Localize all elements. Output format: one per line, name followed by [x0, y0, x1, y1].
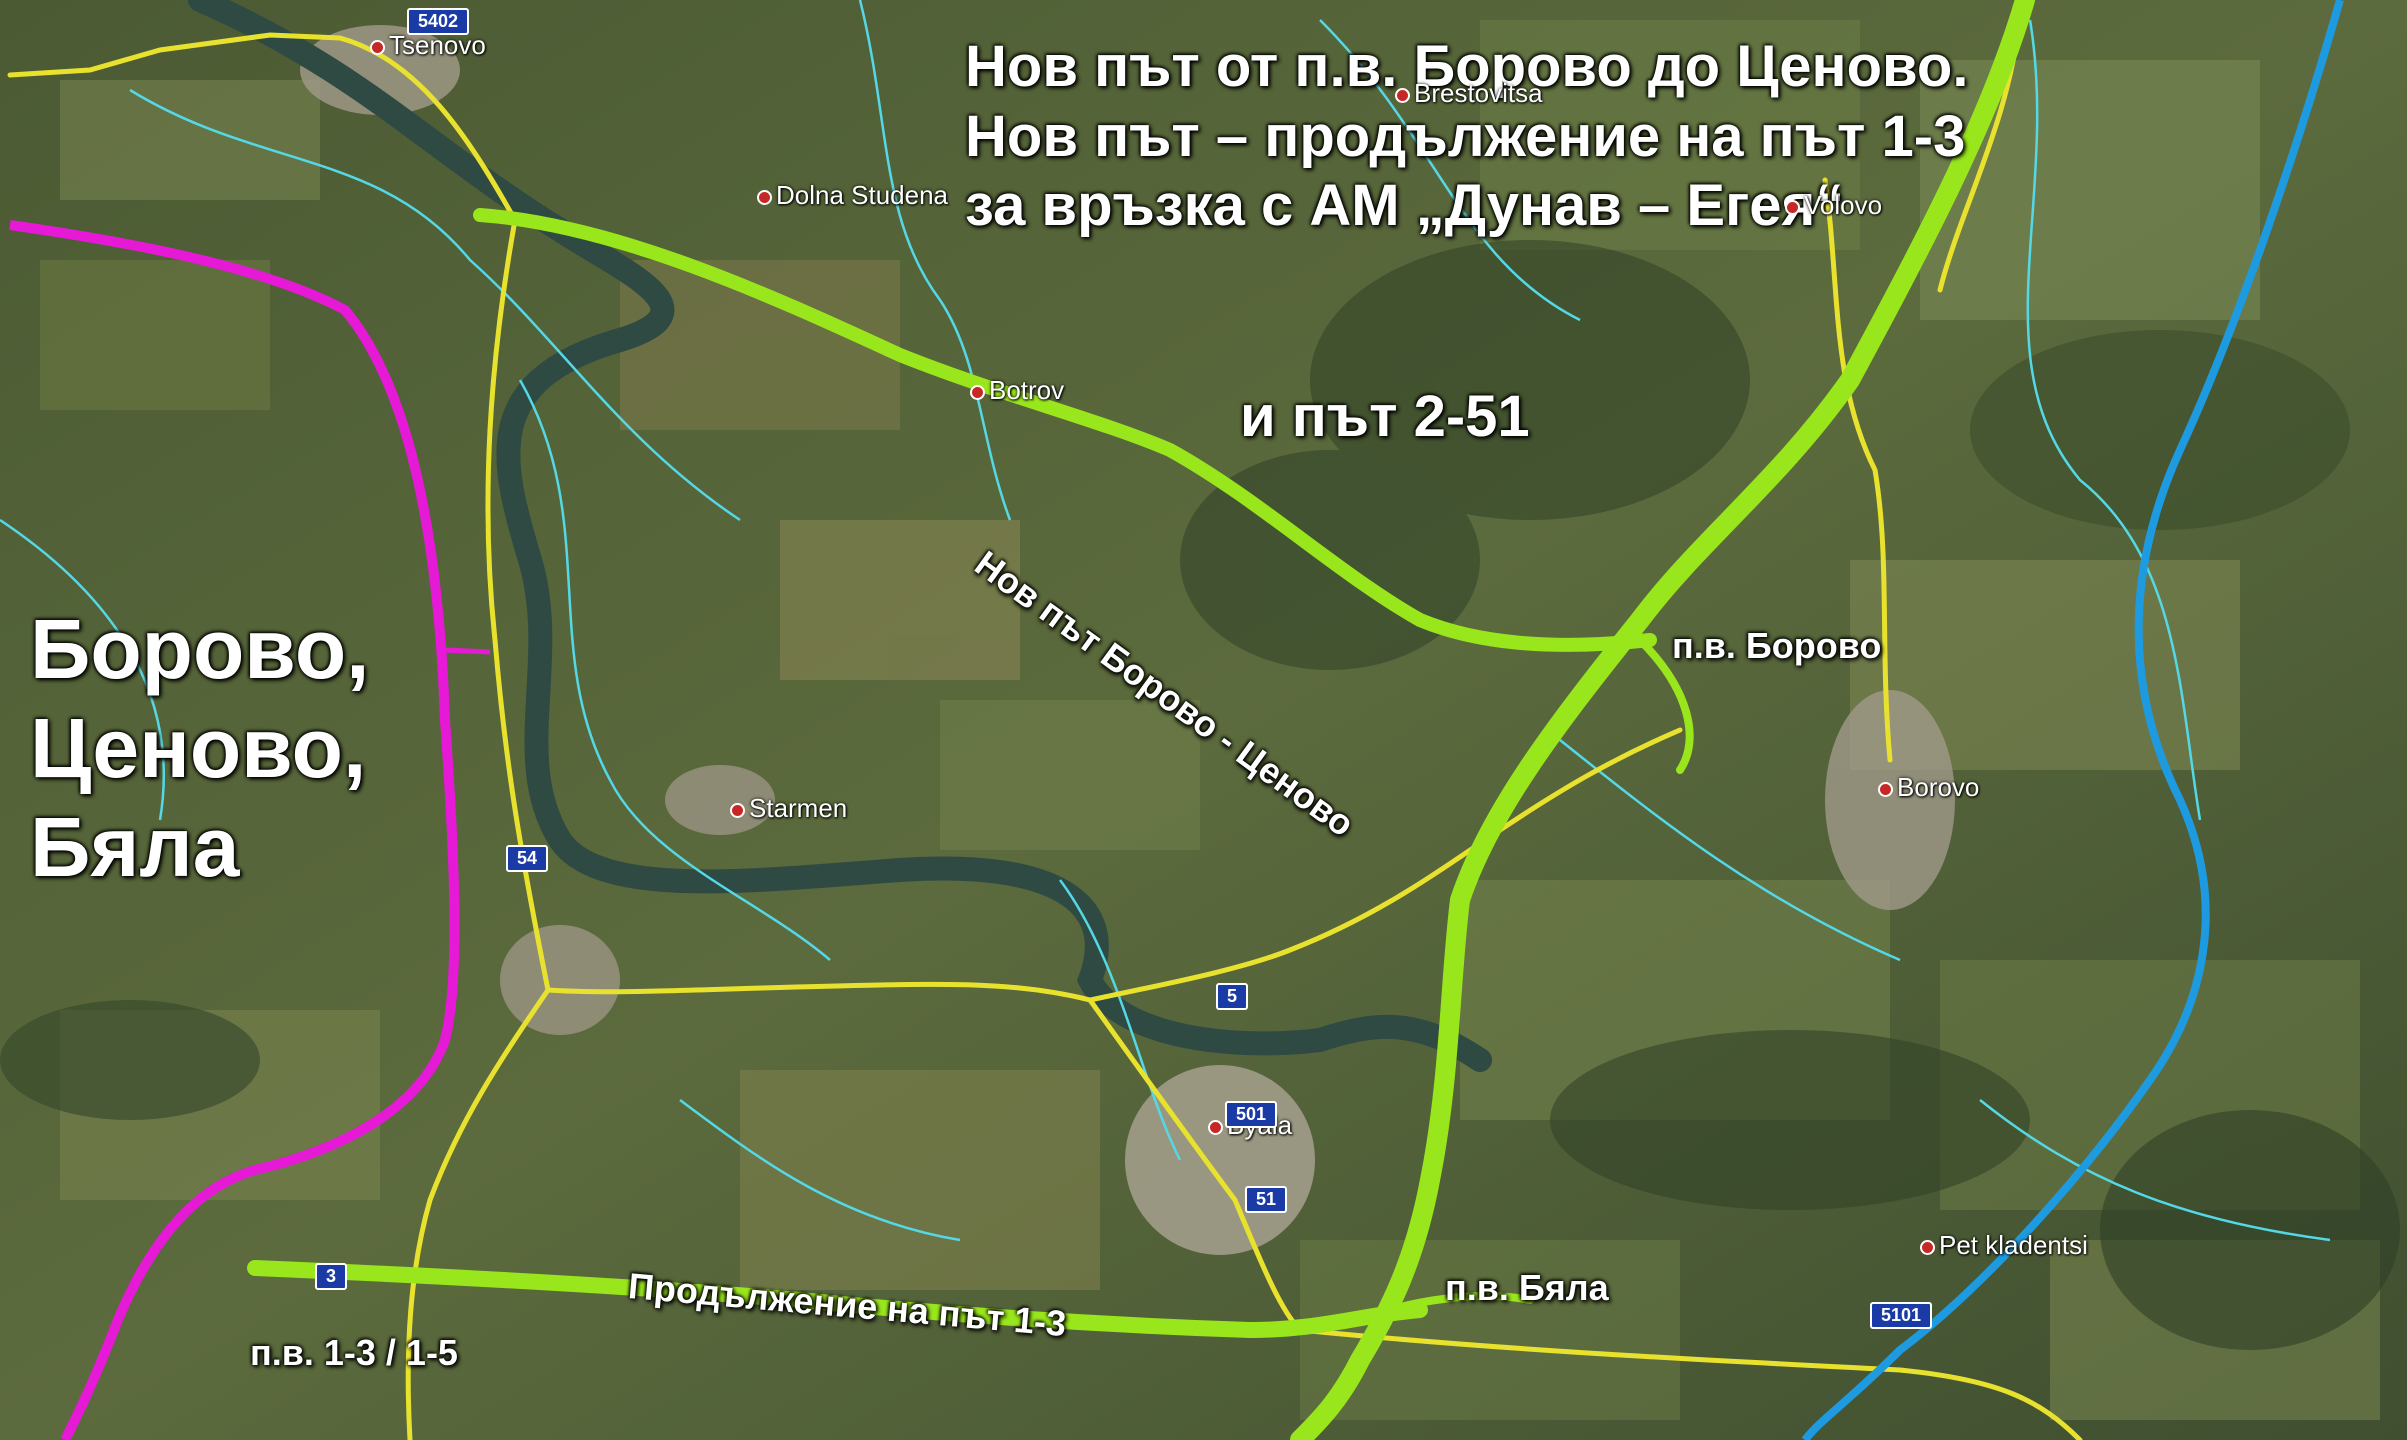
place-pin-icon: [970, 384, 985, 400]
place-pet-kladentsi: Pet kladentsi: [1920, 1230, 2088, 1261]
place-starmen: Starmen: [730, 793, 847, 824]
existing-roads: [7, 12, 2083, 1440]
region-label: Борово, Ценово, Бяла: [30, 600, 370, 897]
place-pin-icon: [1395, 87, 1410, 103]
junction-label-borovo: п.в. Борово: [1672, 625, 1882, 666]
boundaries: [0, 0, 2331, 1242]
headline-line-3: за връзка с АМ „Дунав – Егея“: [965, 173, 1845, 239]
road-shield-5: 5: [1216, 983, 1249, 1010]
road-shield-501: 501: [1225, 1101, 1278, 1128]
place-pin-icon: [757, 189, 772, 205]
region-label-borovo: Борово,: [30, 602, 370, 696]
magenta-spur: [444, 647, 491, 655]
road-shield-51: 51: [1245, 1186, 1288, 1213]
place-botrov: Botrov: [970, 375, 1064, 406]
junction-label-byala: п.в. Бяла: [1445, 1267, 1609, 1308]
place-brestovitsa: Brestovitsa: [1395, 78, 1543, 109]
road-1-3-extension: [247, 1260, 1428, 1338]
junction-label-1-3-1-5: п.в. 1-3 / 1-5: [250, 1332, 458, 1373]
region-label-tsenovo: Ценово,: [30, 701, 367, 796]
place-pin-icon: [370, 39, 385, 55]
map-headline: Нов път от п.в. Борово до Ценово. Нов пъ…: [965, 32, 1968, 241]
place-pin-icon: [1878, 781, 1893, 797]
headline-line-1: Нов път от п.в. Борово до Ценово.: [965, 34, 1969, 99]
place-dolna-studena: Dolna Studena: [757, 180, 948, 211]
place-volovo: Volovo: [1785, 190, 1882, 221]
blue-route: [1801, 0, 2344, 1440]
yantra-river: [188, 0, 1492, 1072]
junction-byala-ramp: [1356, 1292, 1534, 1324]
place-tsenovo: Tsenovo: [370, 30, 486, 61]
region-label-byala: Бяла: [30, 800, 240, 895]
place-borovo: Borovo: [1878, 772, 1979, 803]
magenta-route: [9, 220, 460, 1440]
place-pin-icon: [730, 802, 745, 818]
place-pin-icon: [1785, 199, 1800, 215]
headline-line-4: и път 2-51: [1240, 384, 1530, 449]
place-pin-icon: [1208, 1119, 1223, 1135]
junction-borovo-ramp: [1636, 636, 1694, 774]
new-routes: [247, 0, 2035, 1440]
road-shield-3: 3: [315, 1263, 348, 1290]
road-shield-5402: 5402: [407, 8, 470, 35]
place-pin-icon: [1920, 1239, 1935, 1255]
road-shield-5101: 5101: [1870, 1302, 1933, 1329]
road-shield-54: 54: [506, 845, 549, 872]
headline-line-2: Нов път – продължение на път 1-3: [965, 103, 1966, 169]
new-road-borovo-tsenovo: [473, 208, 1657, 652]
